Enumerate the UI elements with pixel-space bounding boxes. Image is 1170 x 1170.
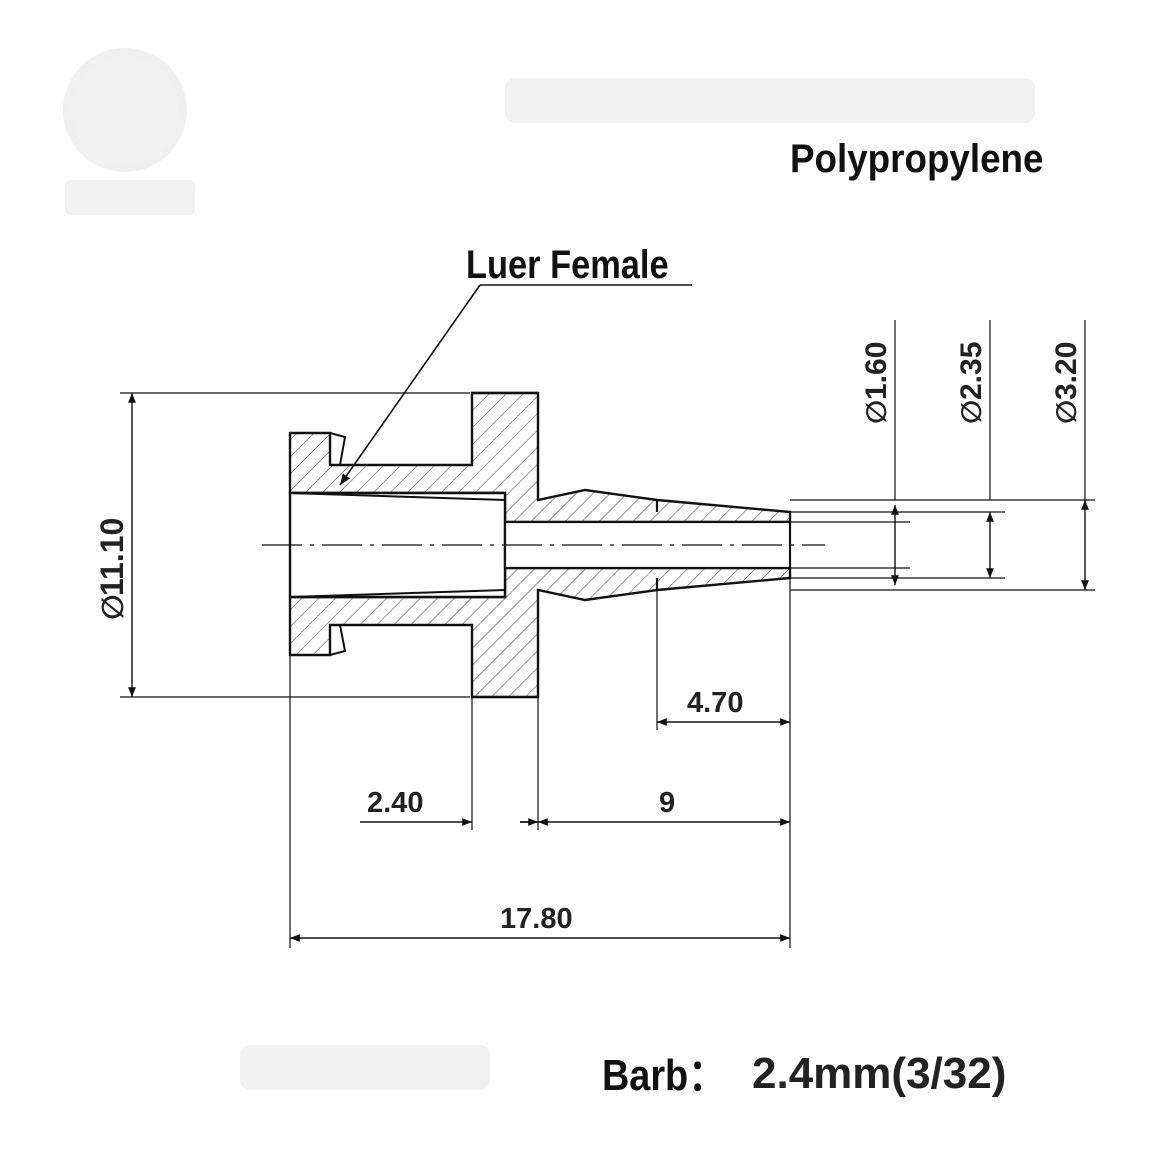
- watermark-logo: [63, 48, 1035, 1090]
- barb-inner-diameter-value: 2.35: [955, 342, 988, 400]
- stem-length-label: 9: [659, 787, 675, 819]
- barb-inner-diameter-symbol: ∅: [956, 400, 987, 424]
- dimension-lines: [128, 393, 1089, 942]
- barb-outer-diameter-value: 3.20: [1050, 342, 1083, 400]
- flange-length-label: 2.40: [367, 787, 423, 819]
- barb-tip-length-label: 4.70: [687, 687, 743, 719]
- overall-length-label: 17.80: [500, 903, 573, 935]
- barb-outer-diameter-symbol: ∅: [1051, 400, 1082, 424]
- outer-diameter-symbol: ∅: [97, 594, 130, 620]
- extension-lines: [120, 320, 1095, 948]
- barb-spec-value: 2.4mm(3/32): [752, 1049, 1006, 1098]
- hole-diameter-symbol: ∅: [861, 400, 892, 424]
- luer-callout-label: Luer Female: [466, 242, 669, 287]
- barb-spec-label: Barb：: [602, 1050, 726, 1099]
- luer-callout-leader: [339, 284, 692, 486]
- hole-diameter-value: 1.60: [860, 342, 893, 400]
- fitting-cross-section: [288, 391, 792, 699]
- outer-diameter-value: 11.10: [94, 518, 130, 596]
- material-label: Polypropylene: [790, 137, 1044, 182]
